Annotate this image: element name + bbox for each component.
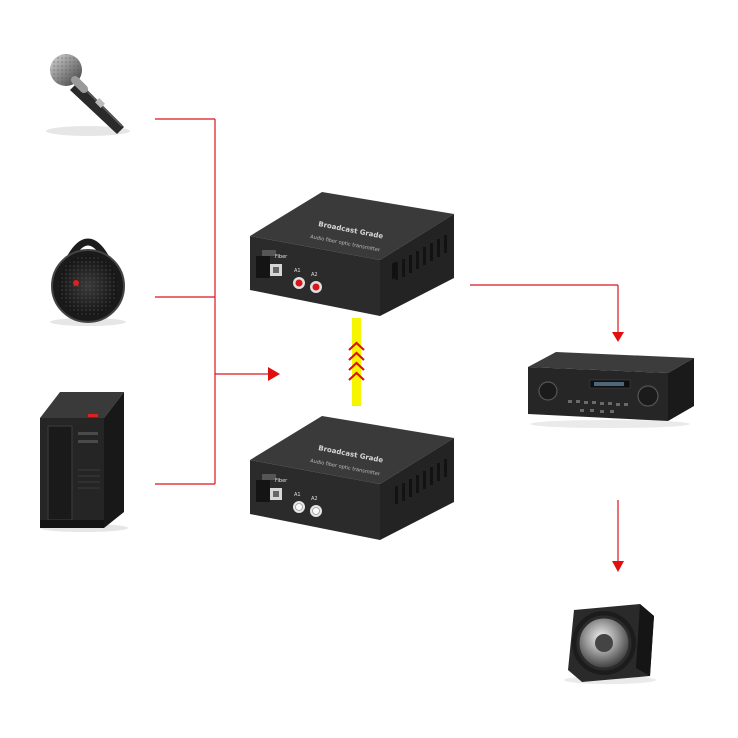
receiver-fiber-label: Fiber (275, 478, 288, 484)
transmitter-a1-label: A1 (294, 268, 301, 274)
receiver-device: Broadcast Grade Audio fiber optic transm… (250, 416, 454, 540)
transmitter-a2-label: A2 (311, 272, 318, 278)
round-speaker-icon (50, 242, 126, 326)
receiver-a2-label: A2 (311, 496, 318, 502)
amp-arrowhead (612, 332, 624, 342)
fiber-optic-link (349, 318, 364, 406)
bus-arrowhead (268, 367, 280, 381)
pc-tower-icon (40, 392, 128, 532)
loudspeaker-icon (564, 604, 656, 684)
av-receiver-icon (528, 352, 694, 428)
transmitter-device: Broadcast Grade Audio fiber optic transm… (250, 192, 454, 316)
microphone-icon (46, 54, 130, 136)
transmitter-fiber-label: Fiber (275, 254, 288, 260)
input-connectors (155, 119, 270, 484)
speaker-arrowhead (612, 561, 624, 572)
transmitter-vents (392, 262, 395, 280)
receiver-a1-label: A1 (294, 492, 301, 498)
